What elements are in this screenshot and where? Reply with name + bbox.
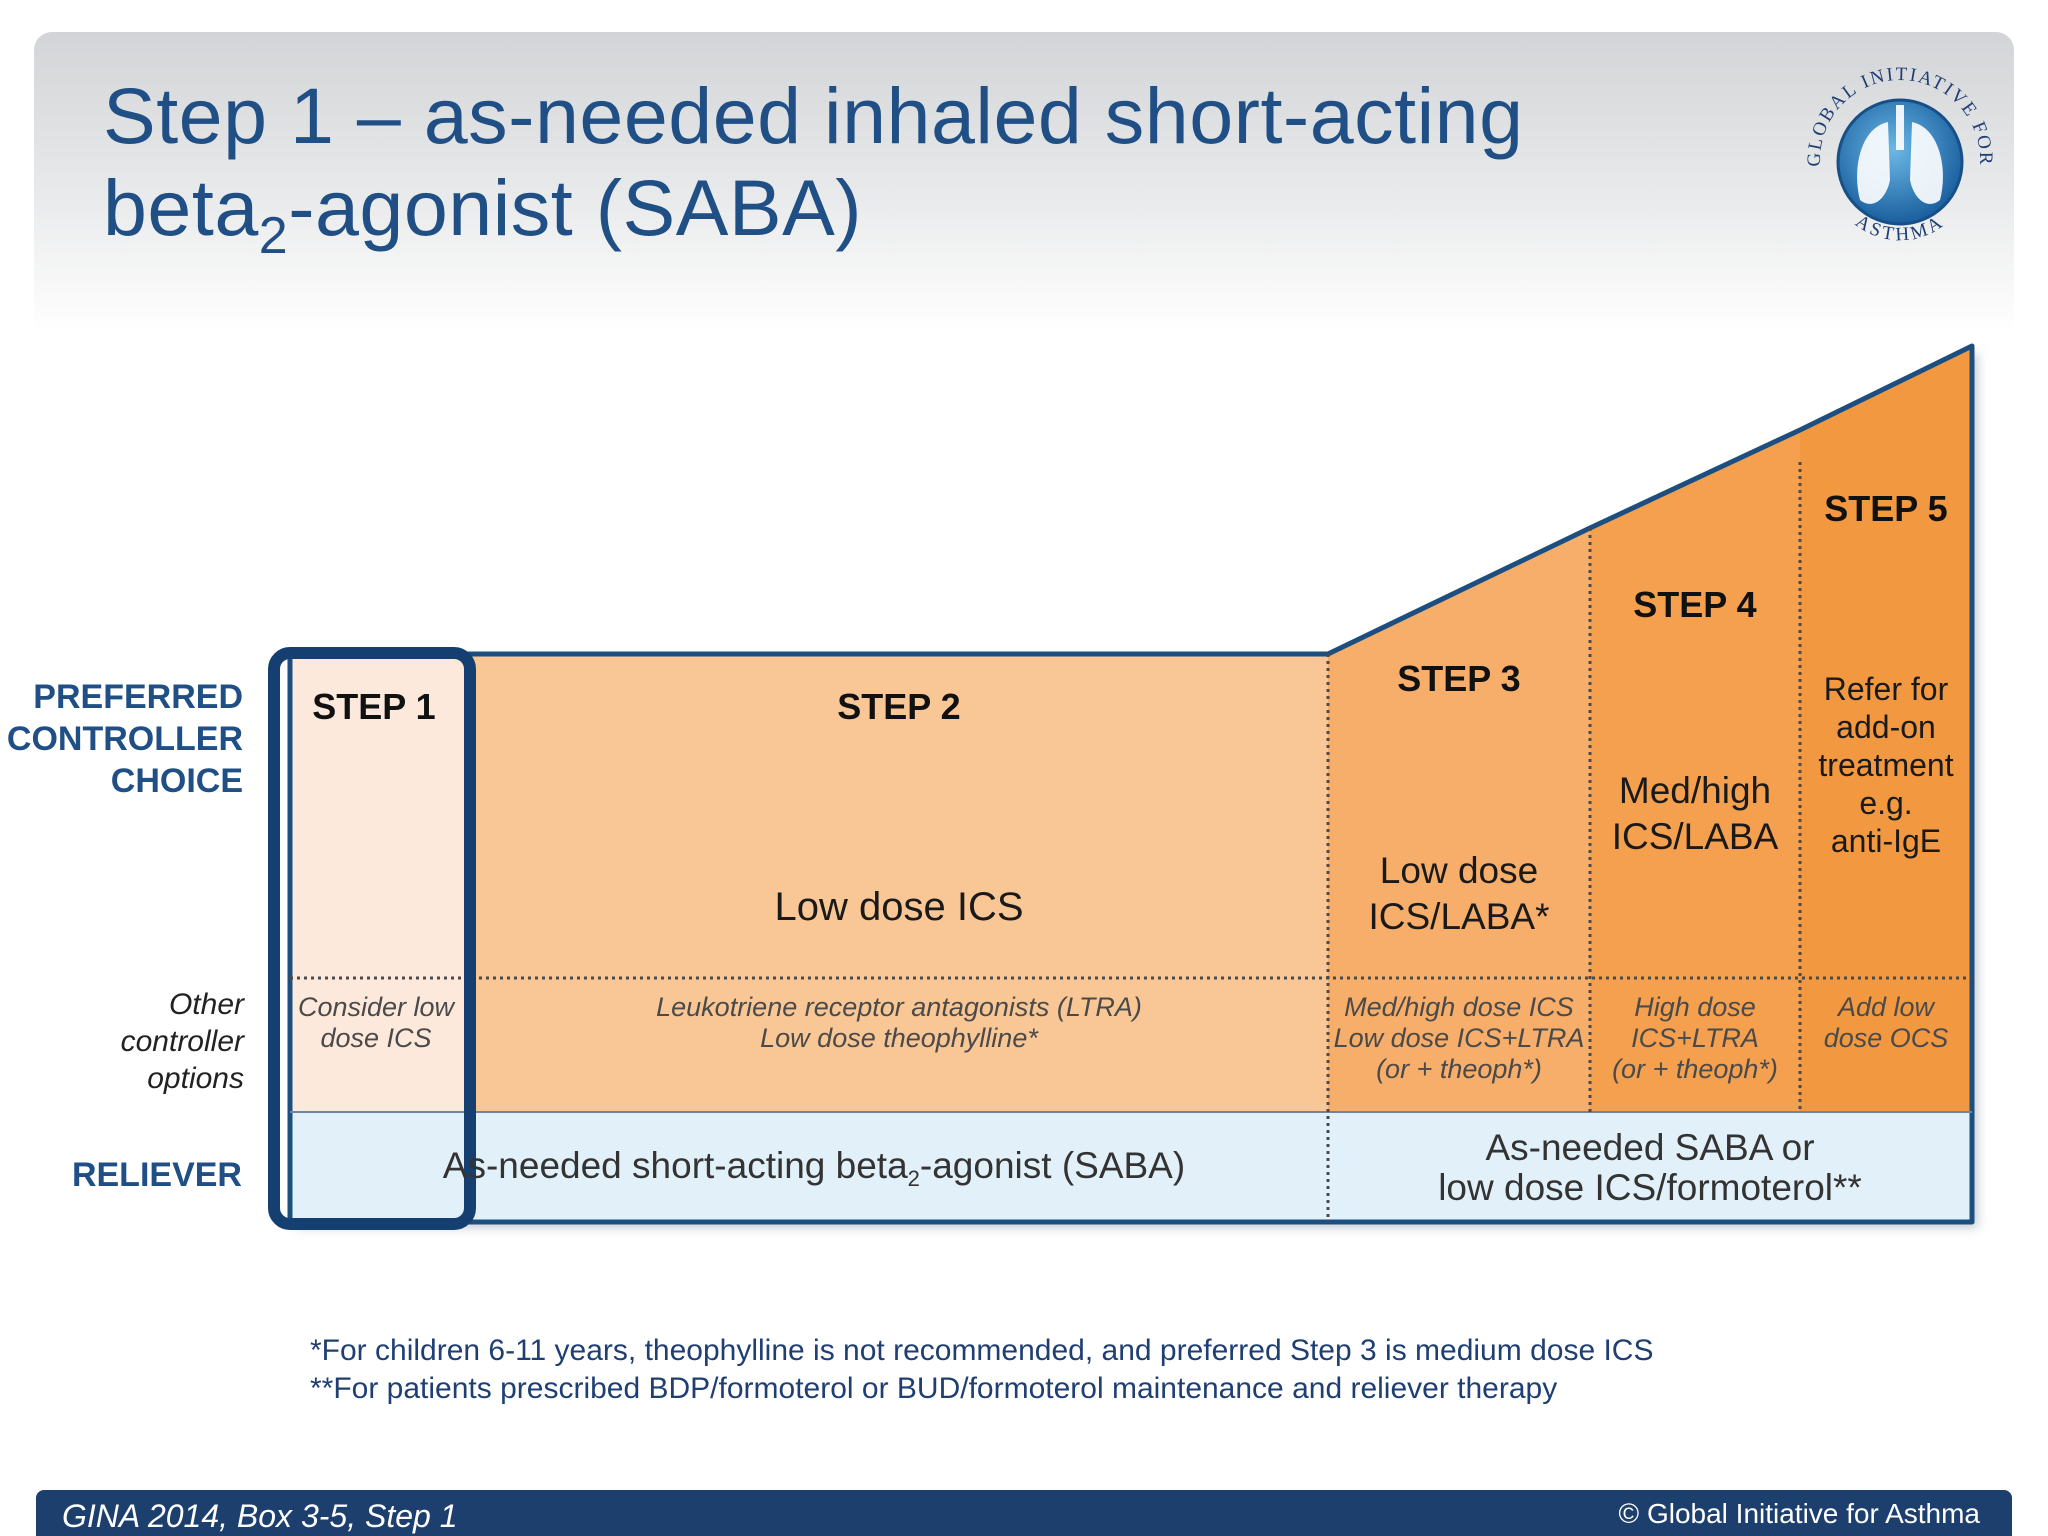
title-agonist: -agonist (SABA) bbox=[288, 163, 863, 252]
step-3-preferred-line-1: Low dose bbox=[1379, 850, 1539, 891]
other-label-line-2: controller bbox=[120, 1025, 244, 1058]
other-controller-label: Other controller options bbox=[0, 986, 244, 1097]
reliever-saba-text: As-needed short-acting beta bbox=[442, 1145, 908, 1186]
step-1-other-line-2: dose ICS bbox=[320, 1023, 432, 1053]
reliever-subscript: 2 bbox=[907, 1166, 920, 1191]
footer-bar: GINA 2014, Box 3-5, Step 1 © Global Init… bbox=[36, 1490, 2012, 1536]
reliever-label: RELIEVER bbox=[71, 1156, 242, 1194]
other-label-line-1: Other bbox=[168, 988, 244, 1021]
step-2-other-line-1: Leukotriene receptor antagonists (LTRA) bbox=[656, 992, 1142, 1022]
step-4-preferred-line-1: Med/high bbox=[1618, 770, 1772, 811]
step-2-preferred-line-1: Low dose ICS bbox=[774, 885, 1024, 929]
title-subscript: 2 bbox=[258, 207, 289, 265]
step-1-other: Consider low dose ICS bbox=[290, 992, 462, 1054]
step-4-other: High dose ICS+LTRA (or + theoph*) bbox=[1590, 992, 1800, 1085]
footer-copyright: © Global Initiative for Asthma bbox=[1618, 1498, 1980, 1529]
step-5-preferred-line-3: treatment bbox=[1818, 747, 1954, 783]
footnote-2: **For patients prescribed BDP/formoterol… bbox=[310, 1372, 1558, 1405]
step-4-other-line-3: (or + theoph*) bbox=[1612, 1054, 1778, 1084]
step-4-other-line-1: High dose bbox=[1634, 992, 1756, 1022]
reliever-row-fill bbox=[290, 1112, 1972, 1222]
step-2-other-line-2: Low dose theophylline* bbox=[760, 1023, 1038, 1053]
footnote-1: *For children 6-11 years, theophylline i… bbox=[310, 1334, 1654, 1367]
step-3-preferred: Low dose ICS/LABA* bbox=[1328, 848, 1590, 940]
step-1-highlight-frame bbox=[268, 647, 476, 1230]
title-line-2: beta2-agonist (SABA) bbox=[103, 162, 1603, 265]
title-band bbox=[34, 32, 2014, 332]
step-5-fill bbox=[1800, 346, 1972, 1112]
slide-title: Step 1 – as-needed inhaled short-acting … bbox=[103, 70, 1603, 265]
staircase-border bbox=[287, 343, 1975, 1225]
step-5-preferred-line-5: anti-IgE bbox=[1830, 823, 1942, 859]
step-2-fill bbox=[470, 654, 1328, 1112]
preferred-label-line-2: CONTROLLER bbox=[6, 720, 243, 758]
step-1-other-line-1: Consider low bbox=[297, 992, 455, 1022]
step-3-other-line-1: Med/high dose ICS bbox=[1344, 992, 1574, 1022]
footer-source: GINA 2014, Box 3-5, Step 1 bbox=[62, 1498, 458, 1534]
step-4-fill bbox=[1590, 430, 1800, 1112]
reliever-steps-3-5-line-2: low dose ICS/formoterol** bbox=[1438, 1167, 1862, 1208]
preferred-controller-label: PREFERRED CONTROLLER CHOICE bbox=[0, 676, 243, 802]
title-beta: beta bbox=[103, 163, 259, 252]
step-2-heading: STEP 2 bbox=[837, 686, 961, 727]
reliever-steps-3-5: As-needed SABA or low dose ICS/formotero… bbox=[1328, 1128, 1972, 1208]
step-5-other-line-1: Add low bbox=[1837, 992, 1935, 1022]
step-3-other-line-2: Low dose ICS+LTRA bbox=[1333, 1023, 1585, 1053]
step-3-heading: STEP 3 bbox=[1397, 658, 1521, 699]
step-5-preferred-line-4: e.g. bbox=[1859, 785, 1913, 821]
step-2-preferred: Low dose ICS bbox=[470, 884, 1328, 930]
step-2-other: Leukotriene receptor antagonists (LTRA) … bbox=[470, 992, 1328, 1054]
reliever-steps-1-2: As-needed short-acting beta2-agonist (SA… bbox=[400, 1145, 1228, 1192]
other-label-line-3: options bbox=[147, 1062, 244, 1095]
step-5-other: Add low dose OCS bbox=[1800, 992, 1972, 1054]
step-5-preferred-line-1: Refer for bbox=[1823, 671, 1949, 707]
preferred-label-line-1: PREFERRED bbox=[33, 678, 243, 716]
step-4-preferred-line-2: ICS/LABA bbox=[1611, 816, 1779, 857]
step-3-fill bbox=[1328, 528, 1590, 1112]
step-4-preferred: Med/high ICS/LABA bbox=[1590, 768, 1800, 860]
step-3-other: Med/high dose ICS Low dose ICS+LTRA (or … bbox=[1328, 992, 1590, 1085]
step-5-preferred: Refer for add-on treatment e.g. anti-IgE bbox=[1800, 670, 1972, 860]
step-5-preferred-line-2: add-on bbox=[1836, 709, 1936, 745]
step-5-other-line-2: dose OCS bbox=[1823, 1023, 1949, 1053]
reliever-saba-suffix: -agonist (SABA) bbox=[919, 1145, 1186, 1186]
step-1-heading: STEP 1 bbox=[312, 686, 436, 727]
gina-logo-icon: GLOBAL INITIATIVE FOR ASTHMA bbox=[1804, 64, 1994, 246]
footnotes: *For children 6-11 years, theophylline i… bbox=[310, 1332, 1810, 1408]
step-4-other-line-2: ICS+LTRA bbox=[1631, 1023, 1759, 1053]
step-5-heading: STEP 5 bbox=[1824, 488, 1948, 529]
preferred-label-line-3: CHOICE bbox=[110, 762, 243, 800]
title-line-1: Step 1 – as-needed inhaled short-acting bbox=[103, 71, 1524, 160]
step-3-other-line-3: (or + theoph*) bbox=[1376, 1054, 1542, 1084]
reliever-steps-3-5-line-1: As-needed SABA or bbox=[1485, 1127, 1815, 1168]
step-3-preferred-line-2: ICS/LABA* bbox=[1368, 896, 1550, 937]
step-1-fill bbox=[290, 654, 470, 1112]
step-4-heading: STEP 4 bbox=[1633, 584, 1757, 625]
